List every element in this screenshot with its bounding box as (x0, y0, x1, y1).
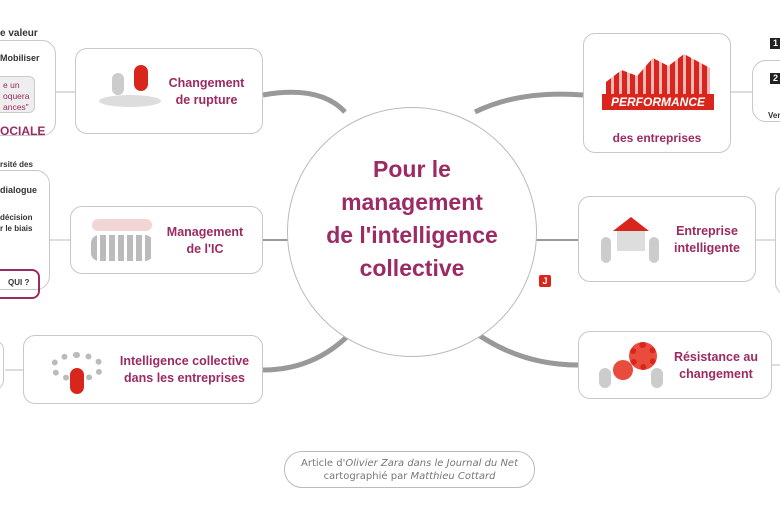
left-text-diversite: rsité des (0, 160, 33, 169)
node-label: Résistance au changement (671, 349, 761, 383)
center-title-line: de l'intelligence (326, 222, 498, 248)
credits-author: Olivier Zara dans le Journal du Net (345, 458, 518, 469)
label-line: Changement (168, 76, 245, 90)
label-line: Intelligence collective (119, 354, 250, 368)
circle-people-icon (42, 346, 112, 396)
quote-line: ances" (3, 102, 29, 112)
jira-marker-icon[interactable]: J (539, 275, 551, 287)
badge-2: 2 (770, 73, 780, 84)
quote-line: oquera (3, 91, 30, 101)
node-label: Entreprise intelligente (667, 223, 747, 257)
center-title-line: collective (359, 255, 465, 281)
quote-line: e un (3, 80, 20, 90)
center-title-line: Pour le (373, 156, 451, 182)
node-label: Management de l'IC (163, 224, 247, 258)
badge-1: 1 (770, 38, 780, 49)
node-label: Intelligence collective dans les entrepri… (112, 353, 257, 387)
performance-logo: PERFORMANCE (602, 94, 714, 110)
label-line: Résistance au (673, 350, 759, 364)
performance-chart-image: PERFORMANCE (602, 48, 714, 110)
node-entreprise-intelligente[interactable]: Entreprise intelligente (578, 196, 756, 282)
label-line: Management (166, 225, 244, 239)
credits-note: Article d'Olivier Zara dans le Journal d… (284, 451, 535, 488)
left-branch-frame-2 (0, 170, 50, 290)
gears-push-icon (597, 340, 667, 392)
left-text-sociale: OCIALE (0, 124, 46, 138)
node-intelligence-collective[interactable]: Intelligence collective dans les entrepri… (23, 335, 263, 404)
left-text-valeur: e valeur (0, 28, 38, 39)
right-branch-frame-2 (775, 185, 780, 295)
credits-text: cartographié par (323, 471, 411, 482)
left-text-decision: décision r le biais (0, 212, 32, 234)
credits-mapper: Matthieu Cottard (410, 471, 496, 482)
left-quote-box[interactable]: e un oquera ances" (0, 76, 35, 113)
node-changement-rupture[interactable]: Changement de rupture (75, 48, 263, 134)
house-carry-icon (595, 211, 665, 269)
label-line: dans les entreprises (124, 371, 245, 385)
credits-text: Article d' (301, 458, 346, 469)
decision-line: r le biais (0, 224, 33, 233)
team-discussion-icon (87, 215, 157, 265)
right-text-ver: Ver (768, 111, 780, 120)
label-line: intelligente (674, 241, 740, 255)
left-branch-frame-1 (0, 40, 56, 136)
node-resistance-changement[interactable]: Résistance au changement (578, 331, 772, 399)
decision-line: décision (0, 213, 33, 222)
qui-label: QUI ? (8, 278, 30, 287)
runner-figures-icon (94, 63, 164, 111)
left-text-mobiliser: Mobiliser (0, 53, 40, 63)
qui-box[interactable]: QUI ? (0, 269, 40, 299)
label-line: changement (679, 367, 753, 381)
label-line: de l'IC (186, 242, 224, 256)
left-branch-frame-3 (0, 340, 4, 390)
node-management-ic[interactable]: Management de l'IC (70, 206, 263, 274)
node-performance[interactable]: PERFORMANCE des entreprises (583, 33, 731, 153)
right-branch-frame-1 (752, 60, 780, 122)
label-line: de rupture (175, 93, 238, 107)
label-line: Entreprise (676, 224, 738, 238)
node-label: des entreprises (612, 131, 702, 145)
central-topic[interactable]: Pour le management de l'intelligence col… (287, 107, 537, 357)
center-title-line: management (341, 189, 483, 215)
node-label: Changement de rupture (164, 75, 249, 109)
left-text-dialogue: dialogue (0, 185, 38, 195)
